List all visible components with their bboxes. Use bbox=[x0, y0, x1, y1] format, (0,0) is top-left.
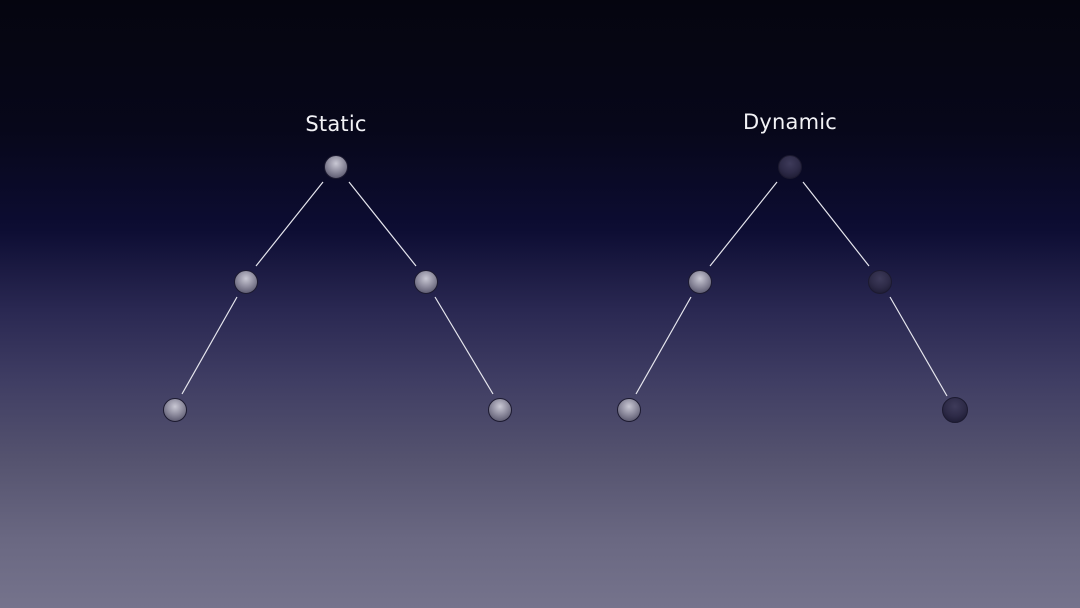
static-tree-title: Static bbox=[305, 112, 367, 136]
dynamic-node-left-left bbox=[617, 398, 641, 422]
static-edge-root-left bbox=[255, 181, 324, 267]
static-node-right-right bbox=[488, 398, 512, 422]
dynamic-node-root bbox=[778, 155, 802, 179]
static-edge-root-right bbox=[348, 181, 417, 267]
dynamic-tree-title: Dynamic bbox=[742, 110, 838, 134]
dynamic-edge-root-left bbox=[709, 181, 778, 267]
static-node-right bbox=[414, 270, 438, 294]
static-tree-nodes bbox=[163, 155, 512, 422]
static-edge-left-leftleft bbox=[181, 296, 238, 395]
static-node-left bbox=[234, 270, 258, 294]
dynamic-edge-root-right bbox=[802, 181, 870, 267]
dynamic-edge-right-rightright bbox=[889, 296, 948, 397]
dynamic-tree-edges bbox=[635, 181, 948, 397]
static-tree-edges bbox=[181, 181, 494, 395]
dynamic-node-left bbox=[688, 270, 712, 294]
static-node-root bbox=[324, 155, 348, 179]
dynamic-node-right bbox=[868, 270, 892, 294]
static-edge-right-rightright bbox=[434, 296, 494, 395]
static-node-left-left bbox=[163, 398, 187, 422]
dynamic-node-right-right bbox=[942, 397, 968, 423]
dynamic-tree-nodes bbox=[617, 155, 968, 423]
dynamic-edge-left-leftleft bbox=[635, 296, 692, 395]
